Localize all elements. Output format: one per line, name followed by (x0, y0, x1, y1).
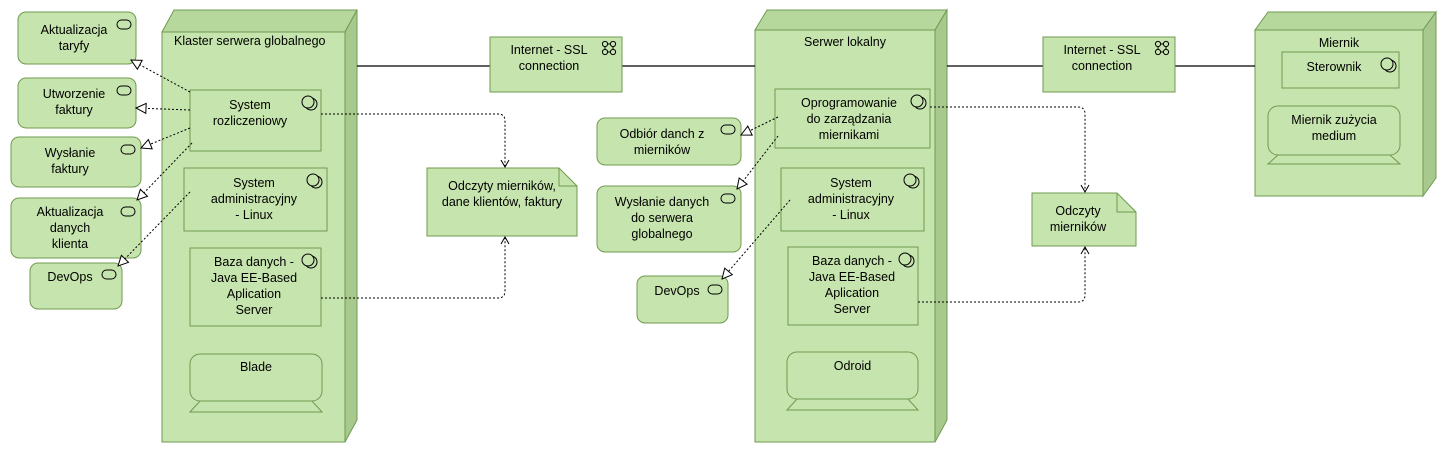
service-icon (120, 144, 136, 155)
service-icon (120, 206, 136, 217)
software-system-rozliczeniowy[interactable] (189, 89, 322, 152)
software-sterownik[interactable] (1281, 51, 1400, 89)
device-odroid[interactable] (785, 351, 920, 411)
software-oprogramowanie[interactable] (774, 88, 931, 149)
realization-links (118, 60, 791, 279)
node-title-local-server: Serwer lokalny (804, 35, 886, 49)
device-label-blade: Blade (240, 360, 272, 374)
service-wyslanie-faktury[interactable] (10, 136, 142, 188)
access-links (321, 106, 1090, 303)
service-icons-global (101, 19, 136, 280)
service-wyslanie-danych[interactable] (596, 185, 742, 253)
device-blade[interactable] (188, 353, 324, 413)
service-aktualizacja-taryfy[interactable] (17, 11, 137, 65)
network-icon (1154, 40, 1170, 56)
service-label: DevOps (47, 270, 93, 284)
artifact-label-global: Odczyty mierników,dane klientów, faktury (441, 179, 563, 209)
service-aktualizacja-danych[interactable] (10, 197, 142, 259)
local-services (596, 117, 742, 324)
network-left[interactable] (489, 36, 623, 93)
service-icon (116, 85, 132, 96)
network-icon (601, 40, 617, 56)
service-odbior-danych[interactable] (596, 117, 742, 166)
system-software-icons (898, 94, 927, 268)
software-baza-danych-global[interactable] (189, 247, 322, 327)
global-services (10, 11, 142, 310)
software-system-administracyjny-global[interactable] (183, 167, 328, 232)
device-label-odroid: Odroid (833, 359, 872, 373)
service-devops-local[interactable] (636, 275, 729, 324)
service-icon (720, 193, 736, 204)
service-label: DevOps (654, 284, 700, 298)
service-icon (707, 284, 723, 295)
network-right[interactable] (1042, 36, 1176, 93)
artifact-global[interactable] (426, 167, 578, 237)
software-baza-danych-local[interactable] (787, 246, 919, 326)
service-icons-local (707, 124, 736, 295)
service-devops-global[interactable] (29, 262, 123, 310)
service-icon (720, 124, 736, 135)
artifact-local[interactable] (1031, 192, 1137, 247)
software-system-administracyjny-local[interactable] (780, 167, 925, 232)
local-software (774, 88, 931, 326)
service-icon (116, 19, 132, 30)
system-software-icons (301, 95, 323, 269)
global-software (183, 89, 328, 327)
service-icon (101, 269, 117, 280)
software-label-sterownik: Sterownik (1306, 60, 1362, 74)
node-title-meter: Miernik (1318, 36, 1360, 50)
node-title-global-cluster: Klaster serwera globalnego (174, 34, 326, 48)
device-miernik[interactable] (1266, 105, 1402, 165)
